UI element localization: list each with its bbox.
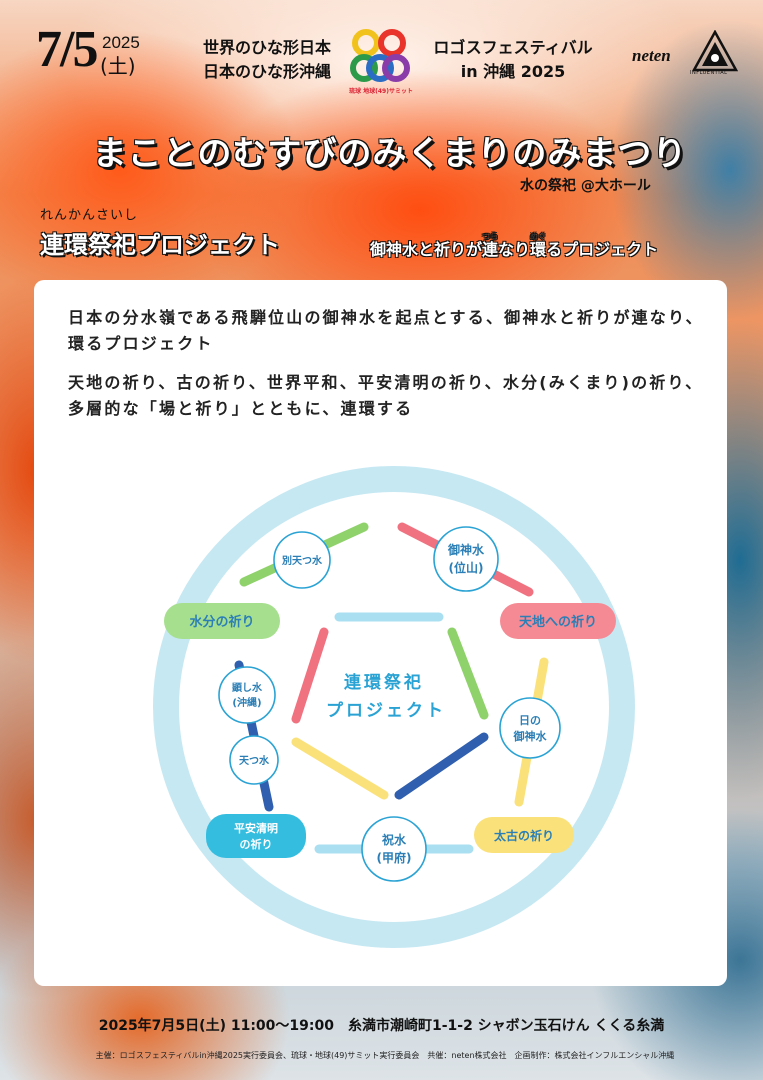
pill-mikumari bbox=[164, 603, 280, 639]
node-amatsu-label: 天つ水 bbox=[239, 754, 270, 767]
renkan-diagram: 連環祭祀 プロジェクト 水分の祈り 天地への祈り 太古の祈り 平安清明 の祈り … bbox=[153, 466, 635, 948]
project-tagline: 御神水と祈りが連つらなり環めぐるプロジェクト bbox=[370, 232, 658, 260]
event-date: 7/5 bbox=[36, 21, 98, 78]
node-betsuten-label: 別天つ水 bbox=[281, 554, 323, 567]
project-ruby: れんかんさいし bbox=[40, 208, 139, 223]
node-ken-label2: (沖縄) bbox=[232, 696, 261, 709]
tagline-kan-ruby: めぐ bbox=[530, 232, 547, 241]
subtitle: 水の祭祀 @大ホール bbox=[520, 178, 651, 194]
pill-taiko bbox=[474, 817, 574, 853]
influential-logo-icon bbox=[692, 30, 738, 72]
pentagon-right-bottom bbox=[394, 732, 489, 800]
node-iwai bbox=[361, 816, 427, 882]
logo-caption: 琉球 地球(49)サミット bbox=[349, 88, 413, 95]
main-title: まことのむすびのみくまりのみまつり bbox=[92, 134, 688, 174]
node-hi bbox=[499, 697, 561, 759]
node-betsuten bbox=[273, 531, 331, 589]
header-right-text: ロゴスフェスティバル in 沖縄 2025 bbox=[420, 36, 606, 84]
project-name: 連環祭祀プロジェクト bbox=[40, 231, 280, 259]
tagline-ren: 連 bbox=[482, 240, 499, 259]
pill-heian bbox=[206, 814, 306, 858]
node-goshinsui bbox=[433, 526, 499, 592]
header-left-line1: 世界のひな形日本 bbox=[202, 38, 331, 57]
event-venue: 糸満市潮崎町1-1-2 シャボン玉石けん くくる糸満 bbox=[347, 1018, 665, 1034]
node-goshinsui-label2: (位山) bbox=[449, 560, 484, 575]
node-hi-label1: 日の bbox=[519, 714, 541, 727]
node-iwai-label1: 祝水 bbox=[382, 832, 407, 847]
summit-logo bbox=[350, 29, 410, 82]
node-amatsu bbox=[229, 735, 279, 785]
center-line1: 連環祭祀 bbox=[344, 672, 424, 693]
node-ken bbox=[218, 666, 276, 724]
tagline-part: なり bbox=[498, 240, 531, 259]
tagline-kan: 環 bbox=[530, 240, 547, 259]
influential-logo-text: INFLUENTIAL bbox=[690, 70, 728, 76]
credits: 主催：ロゴスフェスティバルin沖縄2025実行委員会、琉球・地球(49)サミット… bbox=[95, 1051, 675, 1060]
event-year: 2025 bbox=[102, 33, 140, 52]
event-datetime: 2025年7月5日(土) 11:00〜19:00 bbox=[98, 1018, 334, 1034]
center-line2: プロジェクト bbox=[326, 700, 446, 721]
header-right-line1: ロゴスフェスティバル bbox=[433, 38, 593, 57]
node-hi-label2: 御神水 bbox=[513, 729, 548, 743]
pentagon-right-top bbox=[447, 627, 489, 720]
neten-logo: neten bbox=[632, 46, 671, 65]
tagline-ren-ruby: つら bbox=[482, 232, 499, 241]
event-weekday: (土) bbox=[100, 54, 136, 78]
description-1: 日本の分水嶺である飛騨位山の御神水を起点とする、御神水と祈りが連なり、環るプロジ… bbox=[68, 308, 704, 353]
header-left-line2: 日本のひな形沖縄 bbox=[202, 62, 331, 81]
node-ken-label1: 顕し水 bbox=[232, 681, 263, 694]
pentagon-left-top bbox=[291, 627, 329, 724]
pill-taiko-label: 太古の祈り bbox=[494, 828, 554, 843]
tagline-part: 御神水と祈りが bbox=[370, 240, 483, 259]
node-iwai-label2: (甲府) bbox=[377, 850, 412, 865]
header-left-text: 世界のひな形日本 日本のひな形沖縄 bbox=[184, 36, 350, 84]
pill-tenchi bbox=[500, 603, 616, 639]
outer-ring bbox=[153, 466, 635, 948]
pill-tenchi-label: 天地への祈り bbox=[519, 614, 597, 630]
tagline-part: るプロジェクト bbox=[546, 240, 659, 259]
pill-heian-label1: 平安清明 bbox=[234, 821, 278, 835]
event-info: 2025年7月5日(土) 11:00〜19:00 糸満市潮崎町1-1-2 シャボ… bbox=[40, 1015, 723, 1035]
node-goshinsui-label1: 御神水 bbox=[447, 542, 485, 557]
pill-heian-label2: の祈り bbox=[240, 837, 273, 851]
description-2: 天地の祈り、古の祈り、世界平和、平安清明の祈り、水分(みくまり)の祈り、多層的な… bbox=[68, 373, 704, 418]
pentagon-left-bottom bbox=[291, 737, 389, 800]
header-right-line2: in 沖縄 2025 bbox=[460, 62, 566, 81]
pill-mikumari-label: 水分の祈り bbox=[189, 614, 254, 630]
